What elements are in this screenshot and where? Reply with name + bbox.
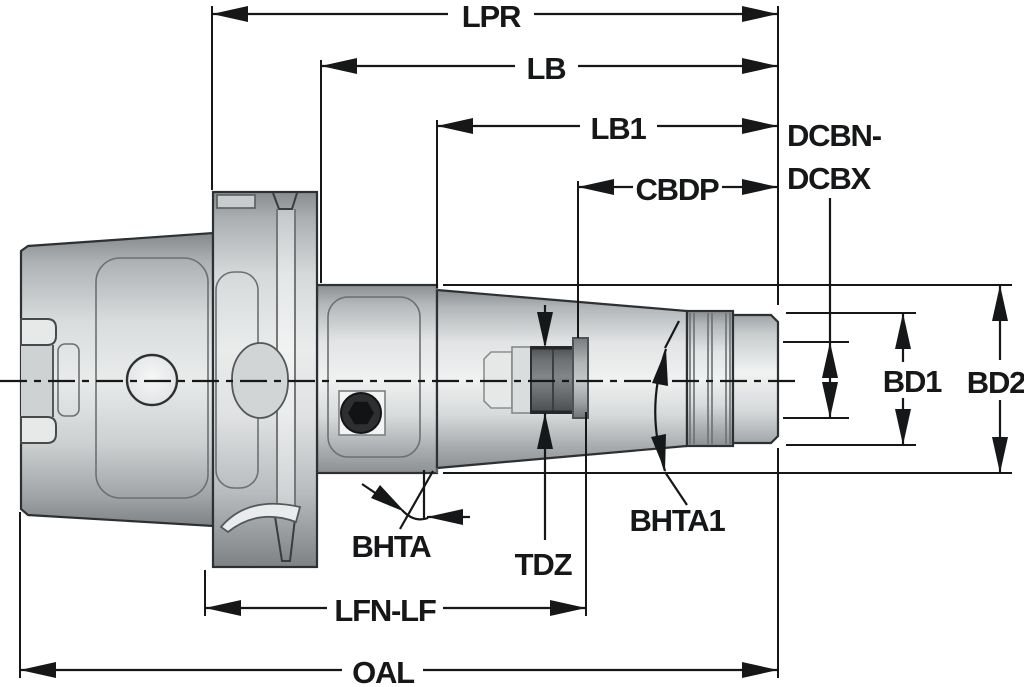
drive-slot-bottom xyxy=(20,416,57,444)
flange xyxy=(211,190,319,569)
arrowhead xyxy=(578,179,614,195)
dim-label-lpr: LPR xyxy=(462,0,521,34)
dimension-bhta: BHTA xyxy=(352,470,470,564)
dimension-cbdp: CBDP xyxy=(578,172,778,207)
hex-socket-icon xyxy=(348,401,374,425)
cylinder-outline xyxy=(315,283,439,475)
arrowhead xyxy=(742,662,778,678)
dim-label-bhta: BHTA xyxy=(352,529,432,564)
front-cylinder xyxy=(731,313,780,445)
arrowhead xyxy=(321,58,357,74)
dimension-bhta1: BHTA1 xyxy=(629,320,727,538)
arrowhead xyxy=(992,285,1008,321)
dimension-lfn-lf: LFN-LF xyxy=(205,593,586,628)
dimension-lpr: LPR xyxy=(212,0,778,34)
hsk-shank xyxy=(19,231,215,528)
dimension-lb1: LB1 xyxy=(437,111,778,146)
dimension-oal: OAL xyxy=(20,655,778,687)
arrowhead xyxy=(742,58,778,74)
dimension-tdz: TDZ xyxy=(515,305,574,582)
arrowhead xyxy=(550,600,586,616)
arrowhead xyxy=(992,437,1008,473)
dimension-bd2: BD2 xyxy=(967,285,1024,473)
dim-label-dcbn-line1: DCBN- xyxy=(787,118,882,153)
arrowhead xyxy=(651,434,666,471)
dimension-bd1: BD1 xyxy=(883,313,943,445)
tool-holder-body xyxy=(0,190,800,569)
arrowhead xyxy=(895,409,911,445)
dimension-lb: LB xyxy=(321,51,778,86)
orientation-notch xyxy=(216,194,256,209)
groove-crescent xyxy=(219,502,302,534)
arrowhead xyxy=(437,118,473,134)
dim-label-lb: LB xyxy=(527,51,566,86)
dim-label-tdz: TDZ xyxy=(515,547,573,582)
cylinder-panel xyxy=(327,296,421,458)
arrowhead xyxy=(427,509,463,525)
body-cylinder xyxy=(315,283,439,475)
dim-label-oal: OAL xyxy=(352,655,414,687)
v-groove-top xyxy=(272,192,298,210)
arrowhead xyxy=(742,118,778,134)
dim-label-dcbn-line2: DCBX xyxy=(787,161,872,196)
drive-slot-top xyxy=(20,318,57,346)
arrowhead xyxy=(371,485,405,512)
v-groove-bottom xyxy=(273,509,297,562)
extension-lines xyxy=(19,6,1012,678)
shank-ground-panel xyxy=(95,257,209,499)
arrowhead xyxy=(205,600,241,616)
arrowhead xyxy=(537,312,553,348)
nose-grooves xyxy=(689,313,731,444)
dim-label-bd1: BD1 xyxy=(883,364,942,399)
ring-collar xyxy=(572,337,589,419)
dim-label-bhta1: BHTA1 xyxy=(629,503,725,538)
dimension-dcbn-dcbx: DCBN- DCBX xyxy=(787,118,883,418)
dim-label-lb1: LB1 xyxy=(591,111,647,146)
arrowhead xyxy=(20,662,56,678)
arrowhead xyxy=(652,349,668,386)
arrowhead xyxy=(742,6,778,22)
front-section xyxy=(685,309,780,448)
arrowhead xyxy=(822,382,838,418)
dim-label-bd2: BD2 xyxy=(967,365,1024,400)
arrowhead xyxy=(822,342,838,378)
arrowhead xyxy=(895,313,911,349)
dim-label-lfn-lf: LFN-LF xyxy=(334,593,436,628)
set-screw xyxy=(338,390,386,436)
dim-label-cbdp: CBDP xyxy=(635,172,719,207)
arrowhead xyxy=(742,179,778,195)
arrowhead xyxy=(212,6,248,22)
v-groove-band xyxy=(277,210,295,512)
arrowhead xyxy=(537,413,553,449)
